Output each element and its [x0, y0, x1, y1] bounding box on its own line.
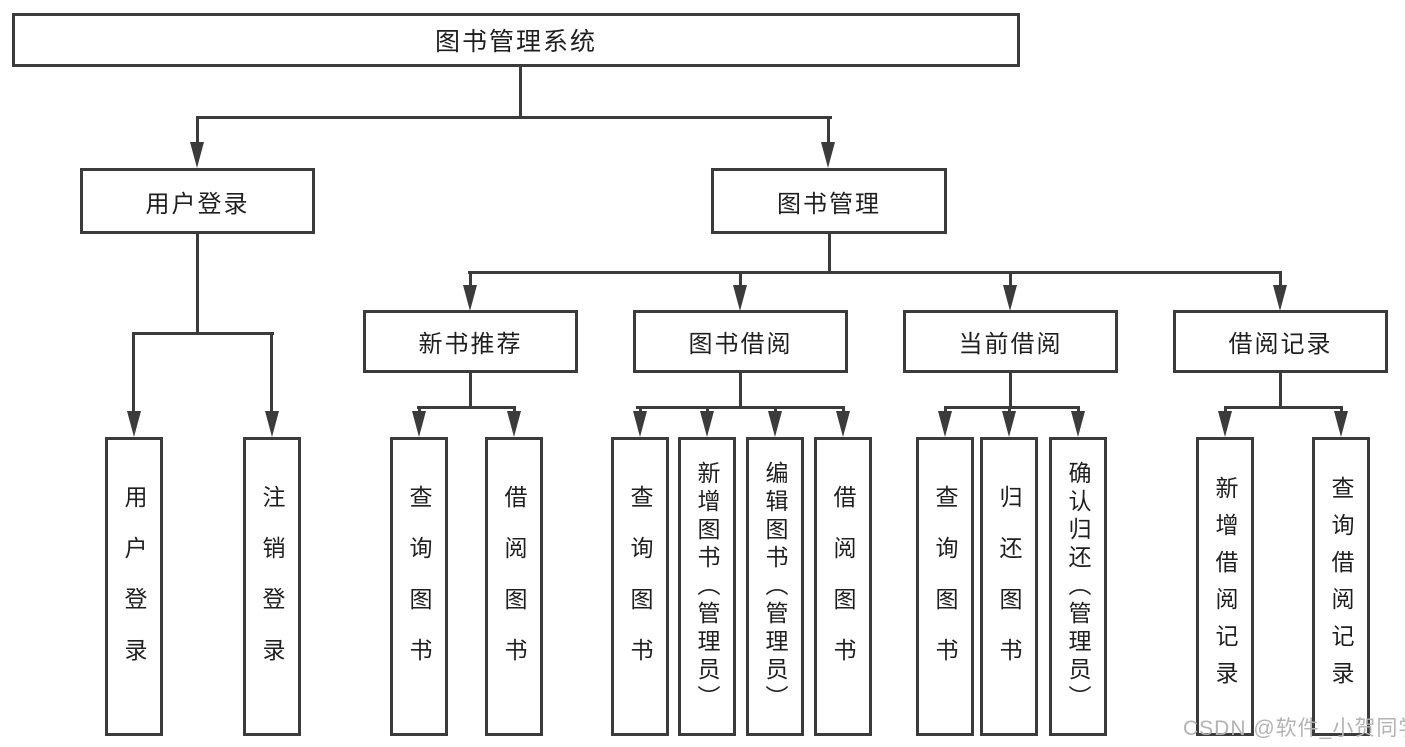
connector: [196, 116, 199, 144]
node-book-management: 图书管理: [711, 168, 947, 234]
connector: [944, 406, 947, 414]
arrowhead-down-icon: [821, 142, 835, 168]
leaf-add-book-admin: 新增图书（管理员）: [678, 437, 736, 736]
leaf-confirm-return-admin: 确认归还（管理员）: [1049, 437, 1107, 736]
arrowhead-down-icon: [463, 285, 477, 311]
arrowhead-down-icon: [190, 142, 204, 168]
arrowhead-down-icon: [1002, 411, 1016, 437]
node-current-borrow: 当前借阅: [903, 310, 1118, 373]
connector: [739, 373, 742, 409]
arrowhead-down-icon: [938, 411, 952, 437]
arrowhead-down-icon: [1334, 411, 1348, 437]
leaf-return-book: 归还图书: [980, 437, 1038, 736]
arrowhead-down-icon: [1273, 285, 1287, 311]
arrowhead-down-icon: [700, 411, 714, 437]
connector: [774, 406, 777, 414]
csdn-watermark: CSDN @软件_小贺同学: [1183, 717, 1405, 740]
connector: [827, 116, 830, 144]
connector: [519, 67, 522, 119]
leaf-logout: 注销登录: [243, 437, 301, 736]
leaf-query-book-recommend: 查询图书: [390, 437, 448, 736]
connector: [270, 332, 273, 412]
leaf-borrow-book: 借阅图书: [814, 437, 872, 736]
node-borrow-record: 借阅记录: [1173, 310, 1388, 373]
leaf-query-book-borrow: 查询图书: [611, 437, 669, 736]
leaf-user-login: 用户登录: [105, 437, 163, 736]
connector: [469, 373, 472, 409]
node-user-login: 用户登录: [80, 168, 315, 234]
connector: [132, 332, 135, 412]
connector: [196, 116, 832, 119]
connector: [1279, 373, 1282, 409]
node-new-book-recommend: 新书推荐: [363, 310, 578, 373]
connector: [132, 332, 274, 335]
connector: [639, 406, 642, 414]
leaf-borrow-book-recommend: 借阅图书: [485, 437, 543, 736]
leaf-query-book-current: 查询图书: [916, 437, 974, 736]
connector: [828, 234, 831, 274]
connector: [944, 406, 1080, 409]
arrowhead-down-icon: [836, 411, 850, 437]
node-book-borrow: 图书借阅: [633, 310, 848, 373]
leaf-add-borrow-record: 新增借阅记录: [1196, 437, 1254, 736]
arrowhead-down-icon: [768, 411, 782, 437]
arrowhead-down-icon: [127, 411, 141, 437]
leaf-query-borrow-record: 查询借阅记录: [1312, 437, 1370, 736]
connector: [418, 406, 421, 414]
arrowhead-down-icon: [507, 411, 521, 437]
connector: [196, 234, 199, 335]
arrowhead-down-icon: [1071, 411, 1085, 437]
arrowhead-down-icon: [1003, 285, 1017, 311]
connector: [469, 271, 472, 287]
arrowhead-down-icon: [412, 411, 426, 437]
arrowhead-down-icon: [733, 285, 747, 311]
connector: [842, 406, 845, 414]
connector: [1340, 406, 1343, 414]
connector: [1008, 406, 1011, 414]
connector: [1009, 373, 1012, 409]
connector: [739, 271, 742, 287]
connector: [706, 406, 709, 414]
connector: [417, 406, 516, 409]
connector: [468, 271, 1282, 274]
node-root: 图书管理系统: [12, 13, 1020, 67]
leaf-edit-book-admin: 编辑图书（管理员）: [746, 437, 804, 736]
connector: [1279, 271, 1282, 287]
connector: [513, 406, 516, 414]
arrowhead-down-icon: [633, 411, 647, 437]
connector: [1009, 271, 1012, 287]
arrowhead-down-icon: [1218, 411, 1232, 437]
connector: [1224, 406, 1227, 414]
connector: [636, 406, 845, 409]
connector: [1077, 406, 1080, 414]
arrowhead-down-icon: [265, 411, 279, 437]
connector: [1224, 406, 1343, 409]
